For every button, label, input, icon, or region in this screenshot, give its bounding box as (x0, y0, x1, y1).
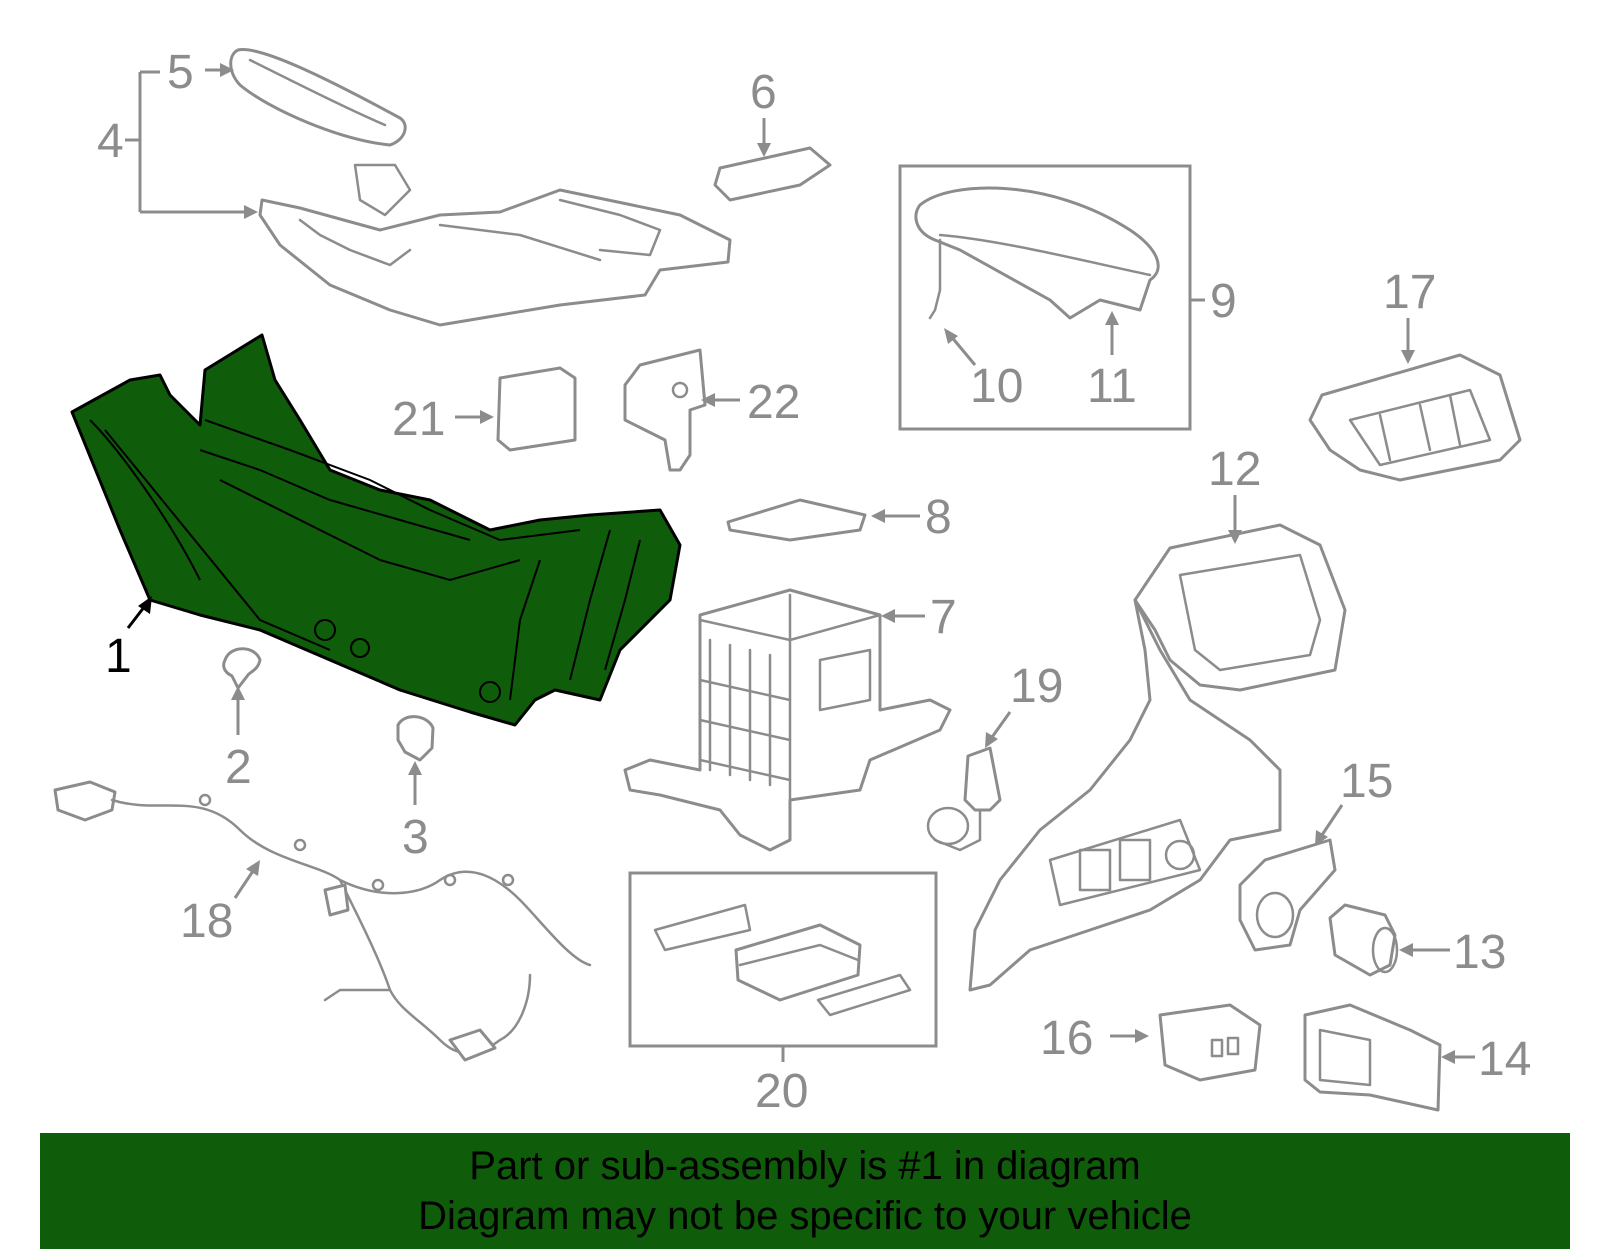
callout-7: 7 (930, 591, 957, 644)
callout-labels: 1 2 3 4 5 6 7 8 9 10 11 12 13 14 15 16 1… (97, 46, 1531, 1118)
part-15 (1238, 838, 1337, 952)
callout-4: 4 (97, 115, 124, 168)
part-19 (926, 746, 1002, 852)
part-5-pad (229, 48, 407, 147)
callout-13: 13 (1453, 926, 1506, 979)
callout-19: 19 (1010, 660, 1063, 713)
callout-17: 17 (1383, 266, 1436, 319)
callout-11: 11 (1087, 360, 1137, 413)
callout-15: 15 (1340, 755, 1393, 808)
callout-16: 16 (1040, 1012, 1093, 1065)
part-18-wiring-harness (53, 780, 592, 1062)
callout-2: 2 (225, 741, 252, 794)
callout-12: 12 (1208, 443, 1261, 496)
callout-5: 5 (167, 46, 194, 99)
callout-22: 22 (747, 376, 800, 429)
banner-line-2: Diagram may not be specific to your vehi… (418, 1194, 1192, 1238)
leader-lines (125, 63, 1475, 1064)
callout-14: 14 (1478, 1033, 1531, 1086)
banner-line-1: Part or sub-assembly is #1 in diagram (469, 1144, 1141, 1188)
callout-18: 18 (180, 895, 233, 948)
info-banner: Part or sub-assembly is #1 in diagram Di… (40, 1133, 1570, 1249)
part-14 (1303, 1003, 1442, 1112)
part-21 (496, 366, 577, 452)
callout-8: 8 (925, 491, 952, 544)
part-8-mat (726, 498, 867, 542)
part-6 (713, 146, 832, 202)
callout-6: 6 (750, 66, 777, 119)
part-20-box (628, 871, 938, 1048)
callout-20: 20 (755, 1065, 808, 1118)
part-3 (396, 715, 435, 762)
callout-3: 3 (402, 811, 429, 864)
part-7-storage-bin (623, 588, 952, 852)
part-4-upper-trim (258, 163, 732, 327)
part-16 (1158, 1003, 1262, 1082)
callout-9: 9 (1210, 275, 1237, 328)
part-17-vent (1308, 353, 1522, 482)
part-12-bezel (1133, 523, 1347, 692)
callout-1: 1 (105, 630, 132, 683)
part-13 (1328, 903, 1399, 977)
part-2-clip (222, 647, 262, 690)
callout-21: 21 (392, 393, 445, 446)
callout-10: 10 (970, 360, 1023, 413)
part-22-bracket (623, 348, 707, 472)
part-lower-trim-panel (968, 598, 1282, 992)
part-9-armrest-lid-box (898, 164, 1192, 431)
part-1-console-body (70, 333, 682, 727)
